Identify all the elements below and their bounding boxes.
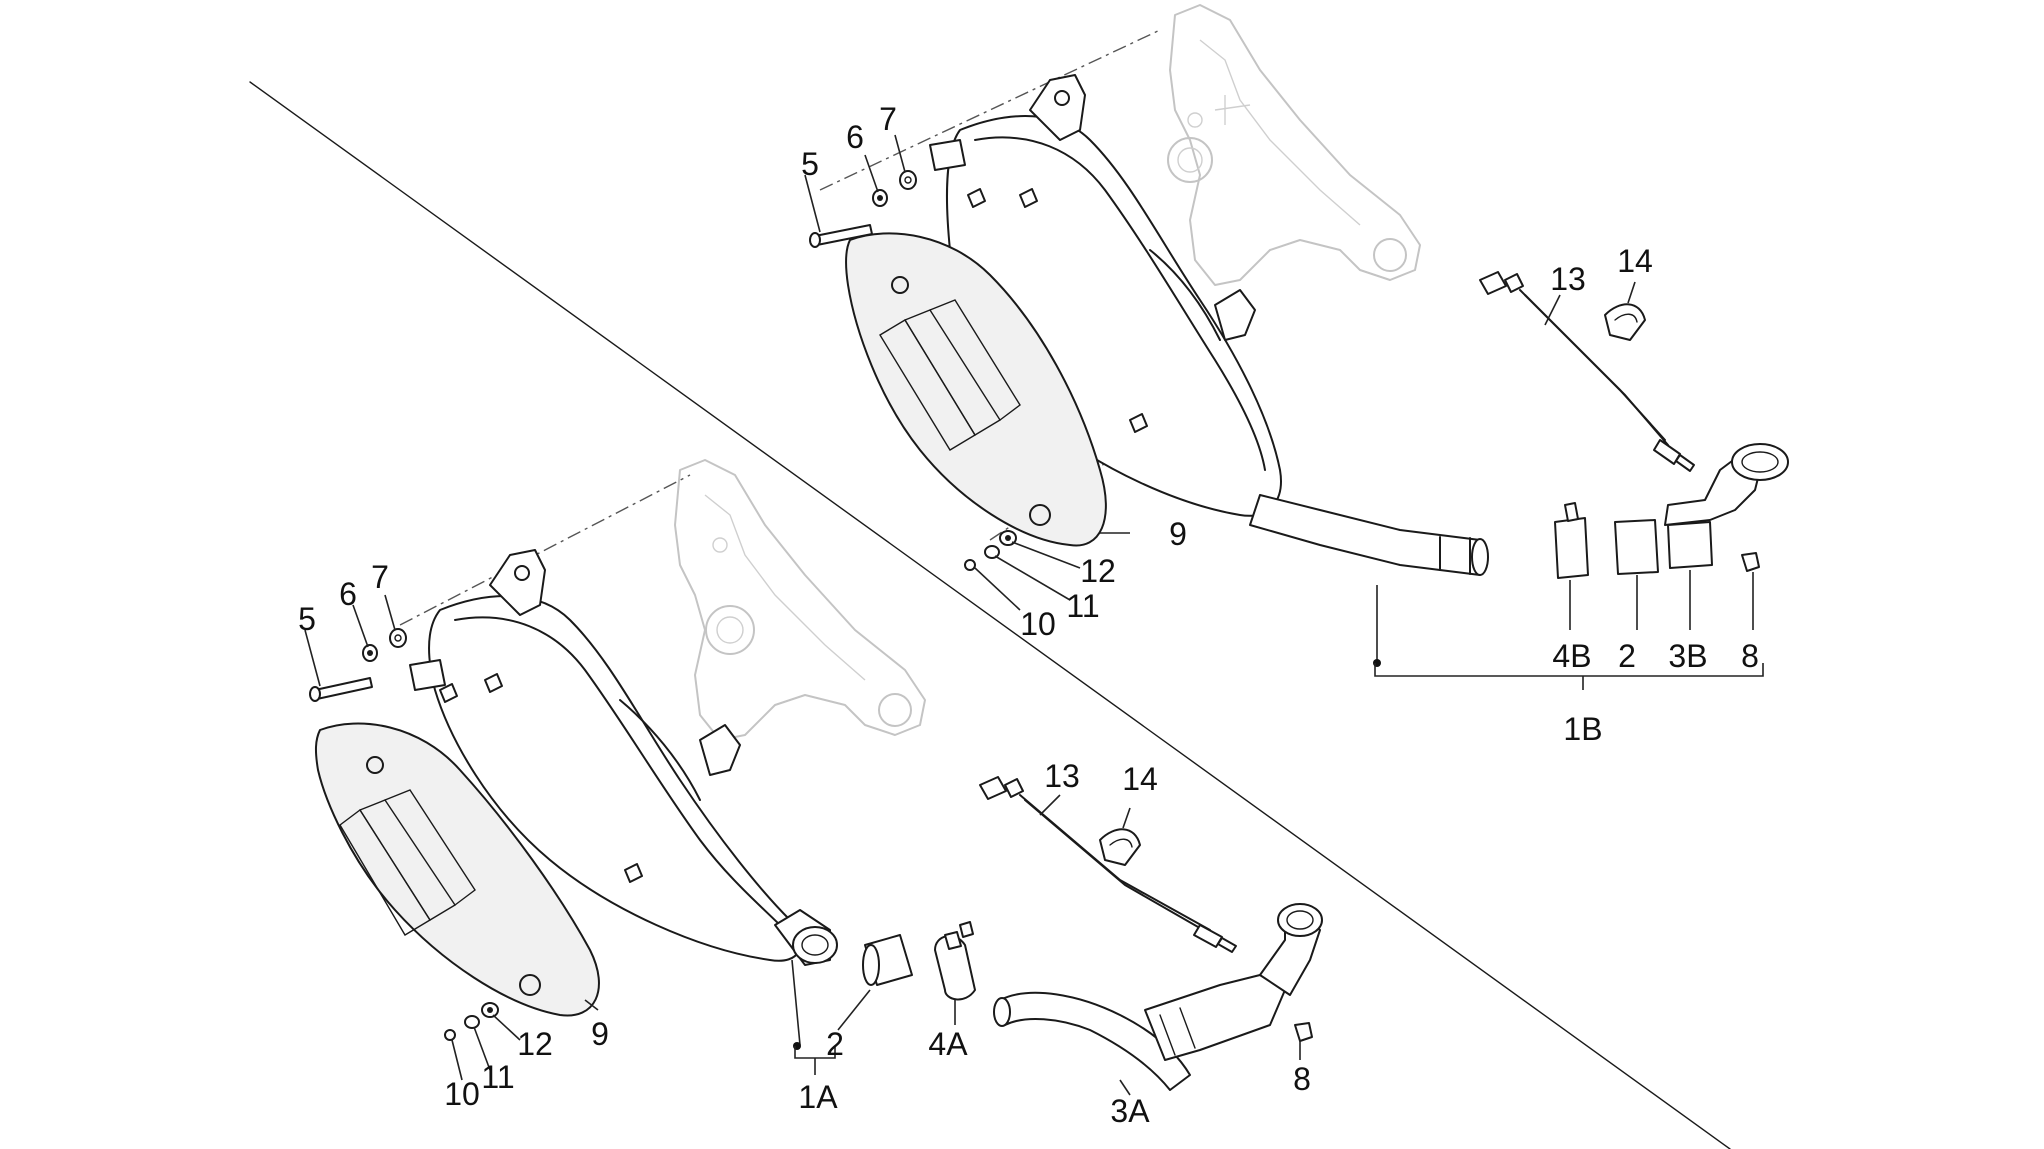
lower-label-8: 8 (1293, 1061, 1311, 1097)
lower-label-1a: 1A (798, 1079, 838, 1115)
lower-sensor (979, 776, 1237, 953)
lower-label-14: 14 (1122, 761, 1158, 797)
upper-label-4b: 4B (1552, 638, 1591, 674)
upper-label-2: 2 (1618, 638, 1636, 674)
upper-pipe-parts (1554, 443, 1789, 579)
lower-label-9: 9 (591, 1016, 609, 1052)
lower-group: 5 6 7 9 10 11 12 13 14 2 4A 3A 8 1A 2 (298, 459, 1323, 1129)
upper-label-14: 14 (1617, 243, 1653, 279)
lower-heat-shield (314, 722, 600, 1017)
lower-label-3a: 3A (1110, 1093, 1150, 1129)
lower-label-5: 5 (298, 601, 316, 637)
upper-shield-fasteners (964, 530, 1130, 611)
upper-assembly-bracket (1373, 570, 1764, 690)
upper-label-1b: 1B (1563, 711, 1602, 747)
lower-muffler (409, 549, 838, 966)
lower-label-11: 11 (481, 1059, 514, 1095)
upper-heat-shield (844, 232, 1107, 547)
lower-label-10: 10 (444, 1076, 480, 1112)
lower-assembly-bracket (791, 959, 1301, 1096)
upper-sensor (1479, 271, 1695, 472)
lower-label-6: 6 (339, 576, 357, 612)
lower-shield-fasteners (444, 999, 599, 1081)
lower-label-13: 13 (1044, 758, 1080, 794)
upper-ghost-bracket (1167, 4, 1421, 286)
upper-screw-set (804, 134, 917, 248)
upper-label-13: 13 (1550, 261, 1586, 297)
lower-screw-set (304, 594, 407, 702)
upper-label-11: 11 (1066, 588, 1099, 624)
upper-muffler (929, 74, 1489, 576)
upper-label-6: 6 (846, 119, 864, 155)
upper-label-8: 8 (1741, 638, 1759, 674)
upper-label-10: 10 (1020, 606, 1056, 642)
upper-label-9: 9 (1169, 516, 1187, 552)
upper-label-3b: 3B (1668, 638, 1707, 674)
upper-label-5: 5 (801, 146, 819, 182)
upper-label-7: 7 (879, 101, 897, 137)
upper-label-12: 12 (1080, 553, 1116, 589)
lower-alignment-line-a (399, 474, 691, 626)
lower-label-4a: 4A (928, 1026, 968, 1062)
lower-pipe-parts (862, 903, 1323, 1091)
separator-line (249, 81, 1731, 1149)
lower-label-2: 2 (826, 1026, 844, 1062)
lower-label-12: 12 (517, 1026, 553, 1062)
upper-group: 5 6 7 9 10 11 12 13 14 4B 2 3B 8 1B (801, 4, 1789, 747)
lower-label-7: 7 (371, 559, 389, 595)
lower-ghost-bracket (674, 459, 926, 741)
upper-alignment-line-a (819, 29, 1161, 191)
